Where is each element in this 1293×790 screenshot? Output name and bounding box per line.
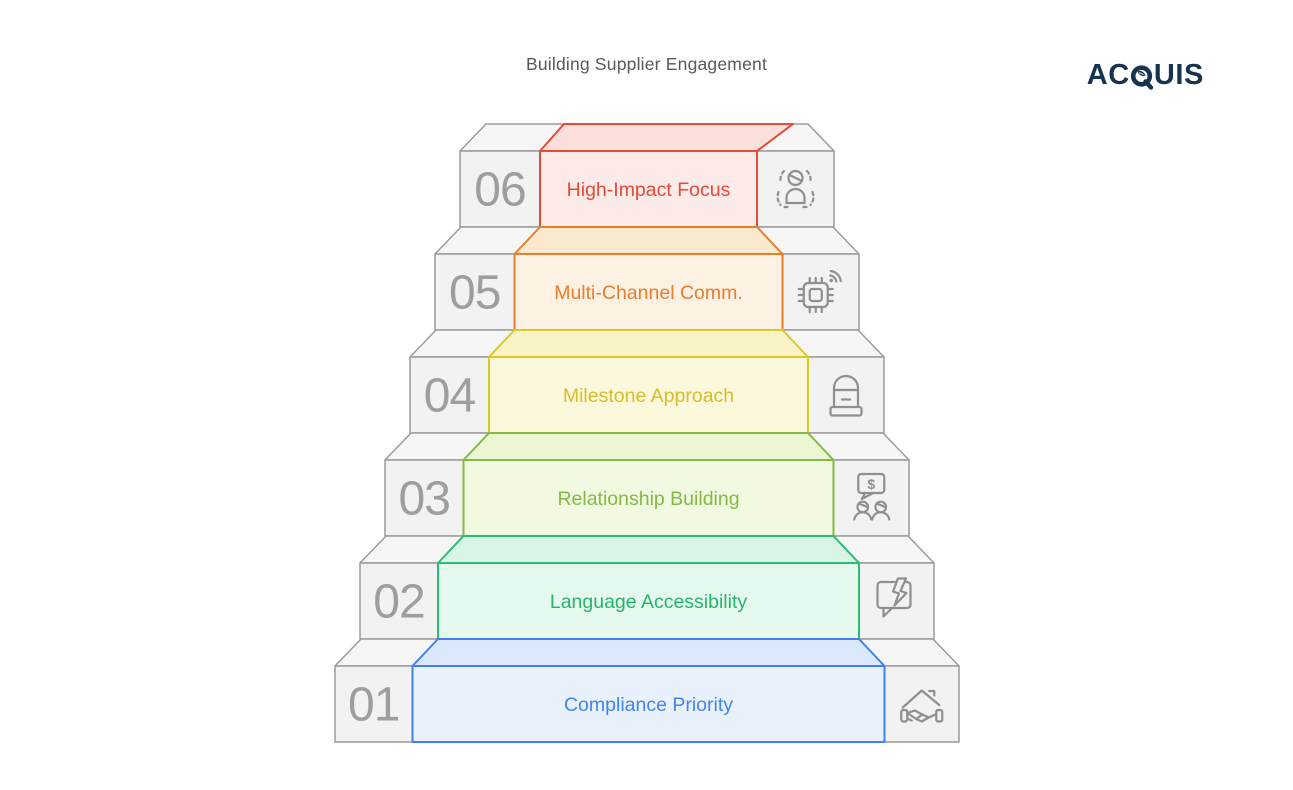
step-number: 04 (424, 370, 476, 423)
person-focus-icon (776, 169, 815, 209)
page-title: Building Supplier Engagement (525, 54, 768, 74)
step-color-band-front (539, 150, 758, 228)
step-06: 06 High-Impact Focus (459, 123, 835, 228)
milestone-icon (829, 374, 863, 417)
acquis-logo: AC UIS (1087, 61, 1204, 90)
step-number: 02 (373, 576, 424, 629)
step-label: Language Accessibility (550, 591, 748, 613)
step-03: 03 Relationship Building $ (384, 432, 910, 537)
step-color-band-top (411, 638, 886, 667)
logo-text-post: UIS (1153, 59, 1204, 91)
step-label: Milestone Approach (563, 385, 734, 407)
negotiation-icon: $ (853, 472, 891, 521)
step-color-band-top (437, 535, 860, 564)
step-number: 06 (474, 164, 525, 217)
step-01: 01 Compliance Priority (334, 638, 960, 743)
step-number: 05 (449, 267, 500, 320)
step-label: Multi-Channel Comm. (554, 282, 743, 304)
step-number: 01 (348, 679, 399, 732)
step-label: Compliance Priority (564, 694, 733, 716)
step-number: 03 (399, 473, 450, 526)
partnership-icon (900, 689, 944, 723)
step-02: 02 Language Accessibility (359, 535, 935, 640)
step-04: 04 Milestone Approach (409, 329, 885, 434)
chat-bubbles-icon (876, 577, 912, 618)
step-color-band-front (411, 665, 886, 743)
connected-chip-icon (797, 269, 842, 314)
step-color-band-front (488, 356, 809, 434)
step-color-band-top (539, 123, 794, 152)
step-color-band-top (513, 226, 784, 255)
step-label: Relationship Building (557, 488, 739, 510)
step-color-band-front (513, 253, 784, 331)
step-color-band-front (462, 459, 835, 537)
step-05: 05 Multi-Channel Comm. (434, 226, 860, 331)
step-color-band-top (462, 432, 835, 461)
svg-text:$: $ (867, 476, 875, 492)
step-label: High-Impact Focus (567, 179, 731, 201)
step-color-band-front (437, 562, 860, 640)
step-color-band-top (488, 329, 809, 358)
logo-q-leaf-icon (1130, 65, 1154, 90)
logo-text-pre: AC (1086, 59, 1130, 91)
